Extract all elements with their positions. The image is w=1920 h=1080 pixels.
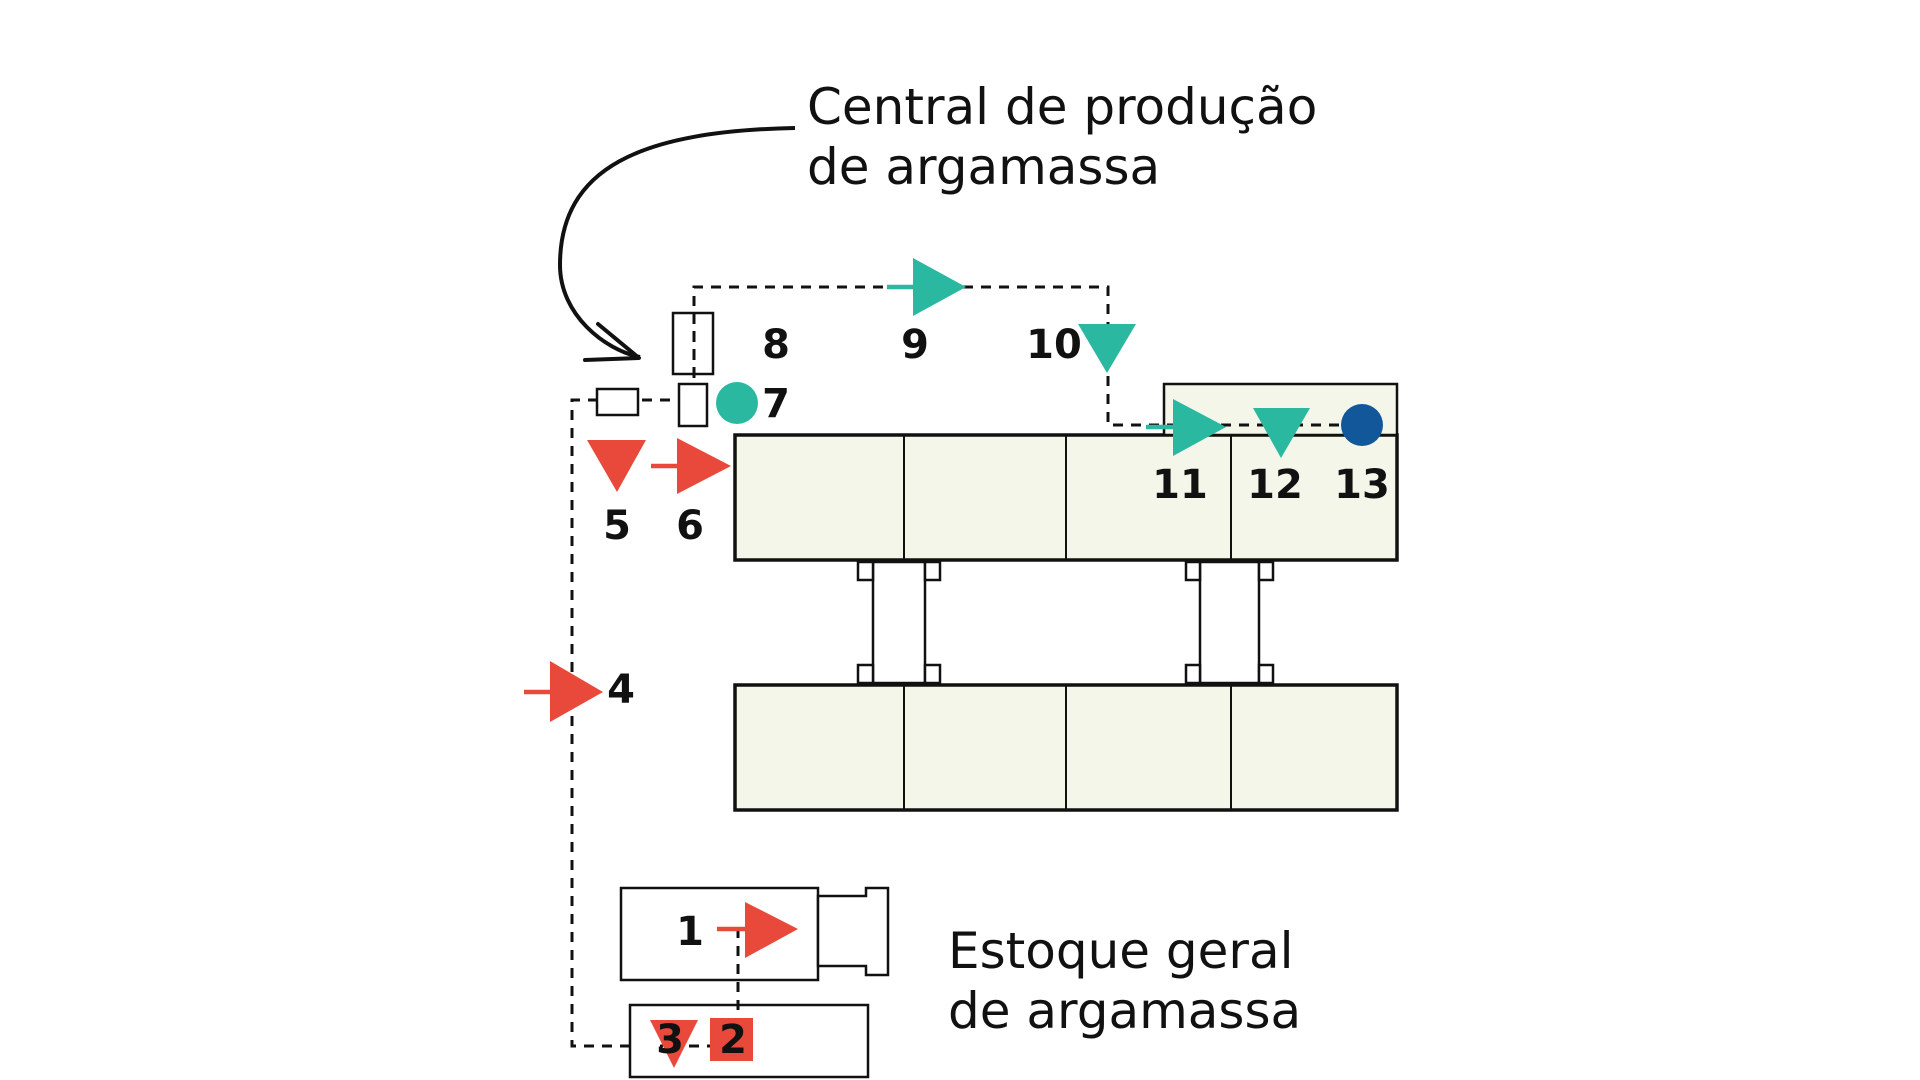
step-number-12: 12 — [1247, 462, 1303, 508]
triangle-down-icon-step-10 — [1078, 324, 1136, 373]
arrow-right-icon-step-11 — [1146, 399, 1226, 456]
connector-flange — [856, 663, 875, 685]
connector-flange — [923, 663, 942, 685]
triangle-down-icon-step-12 — [1253, 408, 1310, 458]
arrow-right-icon-step-4 — [524, 661, 603, 722]
step-number-3: 3 — [656, 1017, 684, 1063]
triangle-down-icon-step-5 — [587, 440, 646, 492]
step-number-8: 8 — [762, 322, 790, 368]
arrow-right-icon-step-1 — [717, 902, 798, 958]
stock-label-line2: de argamassa — [948, 982, 1301, 1040]
step-number-13: 13 — [1334, 462, 1390, 508]
connector-left — [856, 560, 942, 685]
path-small-box — [595, 387, 640, 417]
connector-body — [871, 560, 927, 685]
triangle-down-icon-step-3 — [650, 1020, 698, 1068]
connector-flange — [1184, 663, 1202, 685]
step-number-9: 9 — [901, 322, 929, 368]
connector-body — [1198, 560, 1261, 685]
connector-right — [1184, 560, 1275, 685]
connector-flange — [856, 560, 875, 582]
connector-flange — [1184, 560, 1202, 582]
path-small-box — [677, 382, 709, 428]
central-label-line2: de argamassa — [807, 138, 1160, 196]
step-number-6: 6 — [676, 503, 704, 549]
square-icon-step-2 — [710, 1018, 753, 1061]
connector-flange — [1257, 663, 1275, 685]
building-upper — [733, 433, 1399, 562]
stock-box-upper-extension — [816, 886, 890, 977]
step-number-1: 1 — [676, 909, 704, 955]
curved-pointer-arrowhead — [583, 322, 641, 362]
circle-icon-step-7 — [716, 382, 758, 424]
step-number-10: 10 — [1026, 322, 1082, 368]
central-label-line1: Central de produção — [807, 78, 1317, 136]
stock-label-line1: Estoque geral — [948, 922, 1294, 980]
step-number-5: 5 — [603, 503, 631, 549]
step-number-4: 4 — [607, 667, 635, 713]
circle-icon-step-13 — [1341, 404, 1383, 446]
step-number-7: 7 — [762, 381, 790, 427]
connector-flange — [923, 560, 942, 582]
arrow-right-icon-step-9 — [887, 258, 966, 316]
step-number-2: 2 — [719, 1017, 747, 1063]
connector-flange — [1257, 560, 1275, 582]
step-number-11: 11 — [1152, 462, 1208, 508]
curved-pointer-arrow — [557, 126, 796, 359]
building-lower — [733, 683, 1399, 812]
arrow-right-icon-step-6 — [651, 438, 731, 494]
